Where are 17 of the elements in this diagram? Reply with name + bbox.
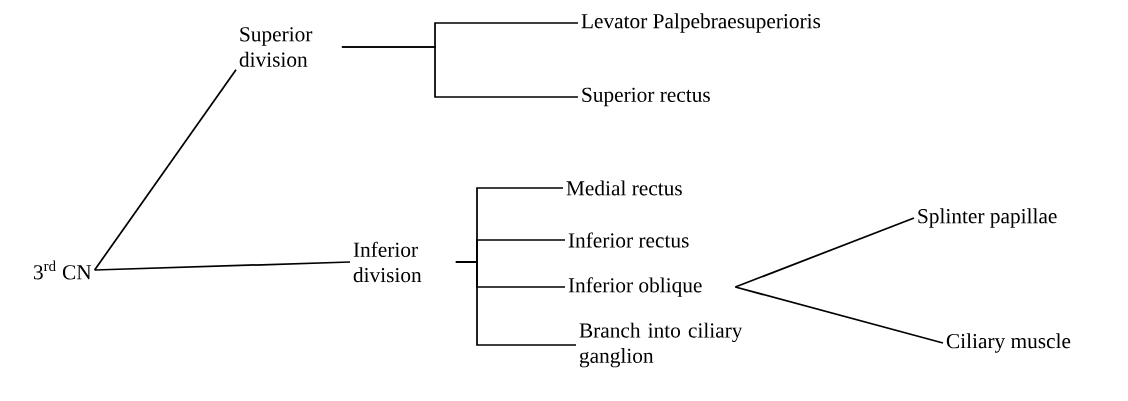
- label-text: Inferior oblique: [568, 277, 702, 297]
- label-text: Superior division: [239, 27, 313, 67]
- label-text: Medial rectus: [566, 180, 682, 196]
- label-text: Levator Palpebraesuperioris: [581, 13, 821, 33]
- connector-line: [734, 286, 944, 344]
- label-text: Superior rectus: [582, 87, 710, 107]
- connector-line: [734, 217, 915, 288]
- label-text: Splinter papillae: [918, 208, 1057, 228]
- label-text: Branch into ciliary ganglion: [579, 322, 743, 368]
- connector-line: [93, 68, 237, 271]
- label-text: 3$^{rd}$ CN: [33, 260, 92, 280]
- label-text: Inferior division: [353, 241, 422, 283]
- connector-line: [341, 46, 579, 98]
- connector-line: [93, 261, 351, 271]
- label-text: Inferior rectus: [568, 232, 689, 248]
- connector-line: [455, 261, 577, 346]
- label-text: Ciliary muscle: [946, 333, 1071, 353]
